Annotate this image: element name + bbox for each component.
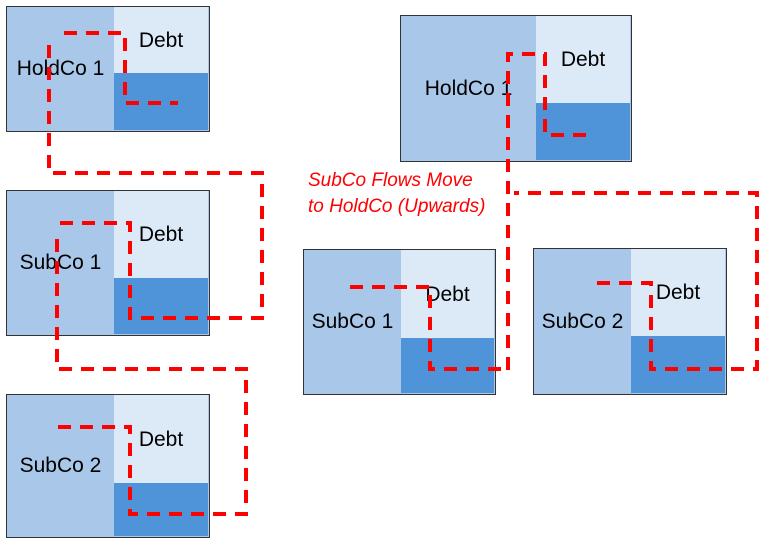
debt-label: Debt bbox=[560, 48, 606, 71]
entity-label: SubCo 2 bbox=[541, 309, 624, 333]
entity-region-subco1-right: SubCo 1 bbox=[304, 250, 401, 393]
entity-region-subco1-left: SubCo 1 bbox=[7, 191, 114, 334]
debt-region-unused-subco1-right: Debt bbox=[401, 250, 494, 338]
debt-region-drawn-subco1-left bbox=[114, 278, 208, 334]
entity-box-subco2-left: SubCo 2 Debt bbox=[6, 394, 210, 538]
entity-region-subco2-right: SubCo 2 bbox=[534, 249, 631, 393]
debt-region-unused-holdco1-left: Debt bbox=[114, 7, 208, 73]
debt-region-drawn-holdco1-left bbox=[114, 73, 208, 130]
entity-box-subco1-left: SubCo 1 Debt bbox=[6, 190, 210, 336]
entity-label: HoldCo 1 bbox=[16, 57, 105, 80]
debt-region-drawn-holdco1-right bbox=[536, 103, 630, 160]
entity-label: SubCo 2 bbox=[19, 454, 102, 477]
flow-caption-line1: SubCo Flows Move bbox=[308, 170, 473, 191]
debt-region-drawn-subco2-left bbox=[114, 483, 208, 536]
debt-label: Debt bbox=[425, 282, 470, 306]
entity-box-holdco1-left: HoldCo 1 Debt bbox=[6, 6, 210, 132]
debt-region-unused-subco1-left: Debt bbox=[114, 191, 208, 278]
debt-label: Debt bbox=[138, 427, 184, 451]
entity-region-holdco1-right: HoldCo 1 bbox=[401, 16, 536, 160]
debt-region-drawn-subco1-right bbox=[401, 338, 494, 393]
entity-box-holdco1-right: HoldCo 1 Debt bbox=[400, 15, 632, 162]
entity-label: SubCo 1 bbox=[311, 310, 394, 333]
debt-region-unused-subco2-right: Debt bbox=[631, 249, 725, 336]
debt-region-unused-subco2-left: Debt bbox=[114, 395, 208, 483]
flow-caption: SubCo Flows Move to HoldCo (Upwards) bbox=[308, 168, 485, 220]
debt-label: Debt bbox=[138, 223, 184, 246]
debt-label: Debt bbox=[138, 28, 184, 52]
entity-box-subco1-right: SubCo 1 Debt bbox=[303, 249, 496, 395]
entity-label: SubCo 1 bbox=[19, 251, 102, 274]
debt-region-drawn-subco2-right bbox=[631, 336, 725, 393]
entity-box-subco2-right: SubCo 2 Debt bbox=[533, 248, 727, 395]
entity-region-holdco1-left: HoldCo 1 bbox=[7, 7, 114, 130]
debt-label: Debt bbox=[655, 281, 701, 304]
entity-label: HoldCo 1 bbox=[424, 76, 513, 100]
debt-region-unused-holdco1-right: Debt bbox=[536, 16, 630, 103]
entity-region-subco2-left: SubCo 2 bbox=[7, 395, 114, 536]
flow-caption-line2: to HoldCo (Upwards) bbox=[308, 196, 486, 217]
